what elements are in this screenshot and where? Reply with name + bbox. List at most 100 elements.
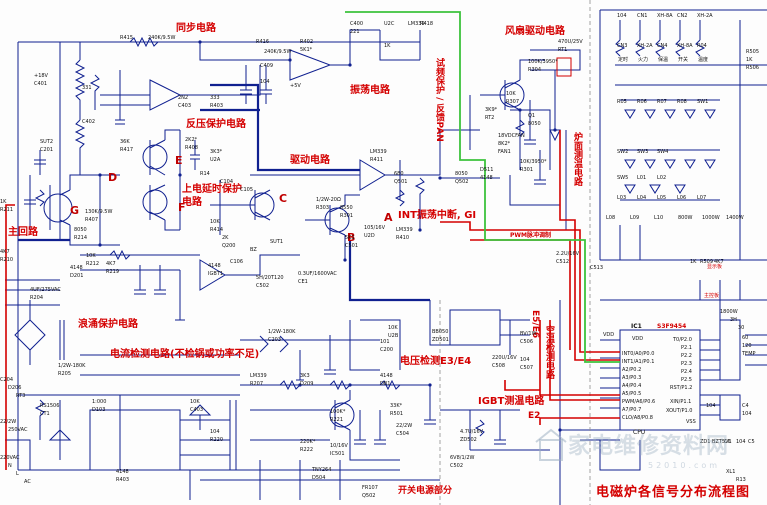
component-ref: C204 [0, 377, 14, 383]
component-ref: 250VAC [8, 427, 28, 433]
component-ref: R14 [200, 171, 210, 177]
component-ref: 2K [222, 235, 229, 241]
component-ref: R414 [210, 227, 224, 233]
component-ref: 10K [506, 91, 516, 97]
node-letter-e: E [175, 154, 183, 167]
component-ref: 104 [706, 403, 716, 409]
component-ref: R219 [106, 269, 120, 275]
label-fan-drive-circuit: 风扇驱动电路 [505, 26, 565, 37]
fn-text-onoff: 开关 [678, 57, 689, 63]
component-ref: 4148 [70, 265, 83, 271]
component-ref: R418 [420, 21, 434, 27]
ic-pin-p21: P2.1 [681, 345, 692, 351]
component-ref: R403 [210, 103, 224, 109]
component-ref: 5K1* [300, 47, 313, 53]
label-current-detect: 电流检测电路(不检锅或功率不足) [110, 349, 260, 360]
component-ref: L07 [697, 195, 707, 201]
component-ref: 60 [742, 335, 749, 341]
component-ref: 1K [384, 43, 391, 49]
component-ref: R415 [120, 35, 134, 41]
component-ref: R407 [85, 217, 99, 223]
component-ref: R214 [74, 235, 88, 241]
component-ref: L09 [630, 215, 640, 221]
component-ref: 4148 [116, 469, 129, 475]
component-ref: U2C [384, 21, 395, 27]
component-ref: BZT5V1 [712, 439, 732, 445]
component-ref: 105/16V [364, 225, 386, 231]
component-ref: 3K9* [485, 107, 498, 113]
component-ref: 4148 [208, 263, 221, 269]
component-ref: L06 [677, 195, 687, 201]
component-ref: LM339 [396, 227, 413, 233]
component-ref: R06 [637, 99, 647, 105]
component-ref: 8050 [528, 121, 541, 127]
component-ref: D103 [92, 407, 106, 413]
component-ref: R403 [116, 477, 130, 483]
component-ref: C105 [240, 187, 254, 193]
component-ref: U2D [364, 233, 375, 239]
label-pan-temp: 炉面测温电路 [572, 132, 582, 186]
component-ref: 2K2* [185, 137, 198, 143]
component-ref: TNY264 [312, 467, 332, 473]
component-ref: 104 [742, 411, 752, 417]
component-ref: 470U/25V [558, 39, 583, 45]
component-ref: Q502 [362, 493, 376, 499]
ic-pin-p22: P2.2 [681, 353, 692, 359]
component-ref: D201 [70, 273, 84, 279]
component-ref: SW1 [697, 99, 709, 105]
component-ref: CN1 [637, 13, 648, 19]
component-ref: 104 [210, 429, 220, 435]
component-ref: 3K3 [300, 373, 310, 379]
component-ref: R205 [58, 371, 72, 377]
component-ref: 10K [388, 325, 398, 331]
component-ref: R13 [736, 477, 746, 483]
ic-pin-pwm: PWM/A6/P0.6 [622, 399, 656, 405]
component-ref: 680 [394, 171, 404, 177]
ic-part-number: S3F9454 [657, 323, 687, 330]
component-ref: 22/2W [396, 423, 413, 429]
component-ref: R210 [0, 257, 14, 263]
ic-ref: IC1 [631, 323, 642, 330]
component-ref: L05 [657, 195, 667, 201]
component-ref: AC [24, 479, 31, 485]
component-ref: 104 [617, 13, 627, 19]
component-ref: 4K7 [0, 249, 10, 255]
component-ref: Q501 [394, 179, 408, 185]
component-ref: C402 [82, 119, 96, 125]
label-sync-feedback: 试频保护 / 反馈PAN [434, 58, 444, 142]
label-feedback-protect-circuit: 反压保护电路 [186, 119, 246, 130]
ic-pin-int1: INT1/A1/P0.1 [622, 359, 655, 365]
component-ref: L04 [637, 195, 647, 201]
component-ref: 4K7 [714, 259, 724, 265]
component-ref: 8K2* [498, 141, 511, 147]
component-ref: C506 [520, 339, 534, 345]
component-ref: C501 [345, 243, 359, 249]
ic-cpu-label: CPU [633, 429, 646, 436]
component-ref: 1000W [702, 215, 720, 221]
component-ref: TEMP [742, 351, 756, 357]
label-temp-detect: 空温检测电路 [544, 325, 554, 379]
component-ref: 221 [350, 29, 360, 35]
component-ref: C502 [256, 283, 270, 289]
component-ref: 0.3UF/1600VAC [298, 271, 337, 277]
component-ref: XH-8A [657, 13, 673, 19]
component-ref: R204 [30, 295, 44, 301]
component-ref: C106 [230, 259, 244, 265]
component-ref: L [16, 471, 19, 477]
component-ref: R207 [250, 381, 264, 387]
component-ref: D209 [300, 381, 314, 387]
component-ref: Q200 [222, 243, 236, 249]
component-ref: L01 [637, 175, 647, 181]
ic-pin-clo: CLO/A8/P0.8 [622, 415, 653, 421]
component-ref: C409 [260, 63, 274, 69]
component-ref: CT1 [40, 411, 50, 417]
component-ref: L02 [657, 175, 667, 181]
component-ref: 5H/20T120 [256, 275, 284, 281]
component-ref: 30 [738, 325, 745, 331]
label-display-board: 显示板 [707, 264, 723, 270]
component-ref: D504 [312, 475, 326, 481]
component-ref: R408 [185, 145, 199, 151]
label-switch-psu: 开关电源部分 [398, 486, 453, 496]
component-ref: C4 [742, 403, 749, 409]
